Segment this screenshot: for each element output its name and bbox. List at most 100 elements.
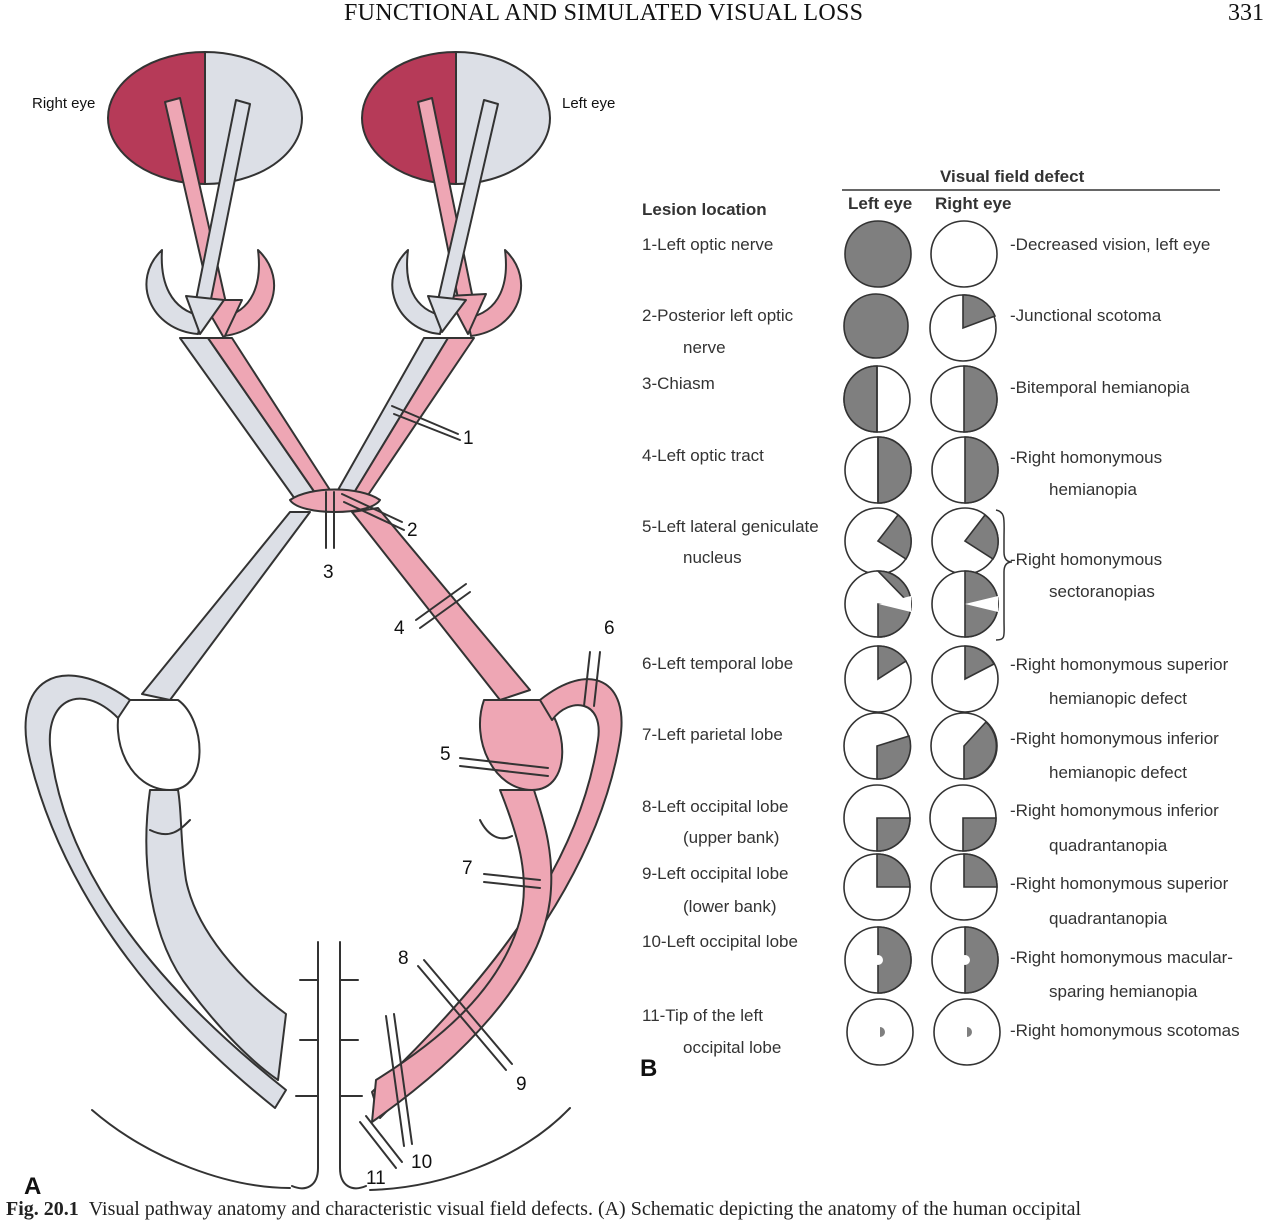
field-row5b-right-eye [931,570,999,638]
midline-left [291,941,319,1190]
figure-caption: Fig. 20.1 Visual pathway anatomy and cha… [6,1198,1276,1221]
occipital-contour-left [91,1109,291,1189]
visual-pathway-diagram: Right eye Left eye 1 2 3 4 5 6 7 8 9 10 … [24,51,623,1195]
lgn-tails [149,819,513,840]
field-row3-left-eye [843,365,911,433]
field-row1-left-eye [844,220,912,288]
lesion-number-4: 4 [394,618,405,639]
left-eye-label: Left eye [562,95,615,112]
row-3-location: 3-Chiasm [642,374,715,393]
left-retina-cup [391,249,445,335]
row-8-description-cont: quadrantanopia [1049,836,1168,855]
lesion-number-8: 8 [398,948,409,969]
lesion-number-3: 3 [323,562,334,583]
row-5-location: 5-Left lateral geniculate [642,517,819,536]
left-optic-tract [351,507,531,701]
row-10-description: -Right homonymous macular- [1010,948,1233,967]
row-11-description: -Right homonymous scotomas [1010,1021,1240,1040]
right-eye-globe [107,51,303,185]
field-row5b-left-eye [844,570,912,638]
field-row2-right-eye [929,294,997,362]
row-3-description: -Bitemporal hemianopia [1010,378,1190,397]
field-row4-left-eye [844,436,912,504]
lesion-number-1: 1 [463,428,474,449]
calcarine-sulcus-right [339,979,363,1097]
row-6-location: 6-Left temporal lobe [642,654,793,673]
row-10-description-cont: sparing hemianopia [1049,982,1198,1001]
col-lesion-location: Lesion location [642,200,767,219]
row-6-description-cont: hemianopic defect [1049,689,1187,708]
row-7-description-cont: hemianopic defect [1049,763,1187,782]
row-2-description: -Junctional scotoma [1010,306,1162,325]
right-optic-tract [141,511,311,701]
field-row11-right-eye [933,998,1001,1066]
lesion-number-9: 9 [516,1074,527,1095]
running-title: FUNCTIONAL AND SIMULATED VISUAL LOSS [344,0,864,26]
row-9-location-cont: (lower bank) [683,897,777,916]
col-right-eye: Right eye [935,194,1012,213]
field-row11-left-eye [846,998,914,1066]
field-row6-right-eye [931,645,999,713]
row-9-description-cont: quadrantanopia [1049,909,1168,928]
right-optic-radiation [145,789,287,1081]
left-eye-nasal-ray [427,99,499,333]
field-row8-right-eye [929,784,997,852]
panel-a-letter: A [24,1173,41,1195]
row-6-description: -Right homonymous superior [1010,655,1229,674]
lesion-number-5: 5 [440,744,451,765]
row-5-description: -Right homonymous [1010,550,1162,569]
field-row10-left-eye [844,926,912,994]
row-9-location: 9-Left occipital lobe [642,864,788,883]
sectoranopia-brace [995,509,1013,641]
field-row4-right-eye [931,436,999,504]
lesion-number-11: 11 [366,1168,386,1189]
row-10-location: 10-Left occipital lobe [642,932,798,951]
field-row9-right-eye [930,853,998,921]
row-1-location: 1-Left optic nerve [642,235,773,254]
row-7-description: -Right homonymous inferior [1010,729,1219,748]
row-8-location-cont: (upper bank) [683,828,779,847]
row-9-description: -Right homonymous superior [1010,874,1229,893]
right-eye-nasal-ray [185,99,251,335]
field-row8-left-eye [843,784,911,852]
right-lgn [116,699,201,791]
caption-text: Visual pathway anatomy and characteristi… [88,1198,1082,1220]
figure-label: Fig. 20.1 [6,1198,79,1220]
field-row7-left-eye [843,712,912,780]
right-optic-nerve-grey [179,337,321,507]
midline-right [339,941,367,1190]
row-8-location: 8-Left occipital lobe [642,797,788,816]
table-header: Visual field defect [940,167,1085,186]
field-row5a-left-eye [844,507,912,575]
page-header: FUNCTIONAL AND SIMULATED VISUAL LOSS 331 [0,0,1276,34]
field-row2-left-eye [843,293,909,359]
field-row9-left-eye [843,853,911,921]
lesion-bars [325,405,601,1169]
left-retina-cup [466,249,522,337]
page-number: 331 [1228,0,1264,26]
field-row7-right-eye [930,712,998,780]
row-2-location-cont: nerve [683,338,726,357]
row-4-description: -Right homonymous [1010,448,1162,467]
row-1-description: -Decreased vision, left eye [1010,235,1210,254]
row-11-location-cont: occipital lobe [683,1038,781,1057]
row-5-location-cont: nucleus [683,548,742,567]
field-row5a-right-eye [931,507,999,575]
row-8-description: -Right homonymous inferior [1010,801,1219,820]
lesion-number-7: 7 [462,858,473,879]
occipital-contour-right [369,1107,571,1191]
row-4-location: 4-Left optic tract [642,446,764,465]
right-optic-nerve-pink [207,337,331,501]
panel-b-letter: B [640,1055,657,1082]
right-meyer-loop [24,674,287,1109]
row-4-description-cont: hemianopia [1049,480,1137,499]
row-5-description-cont: sectoranopias [1049,582,1155,601]
left-eye-globe [361,51,551,185]
lesion-number-10: 10 [411,1152,432,1173]
lesion-number-2: 2 [407,520,418,541]
row-11-location: 11-Tip of the left [642,1006,763,1025]
lesion-number-6: 6 [604,618,615,639]
left-optic-nerve-grey [337,337,449,497]
right-eye-label: Right eye [32,95,95,112]
row-7-location: 7-Left parietal lobe [642,725,783,744]
